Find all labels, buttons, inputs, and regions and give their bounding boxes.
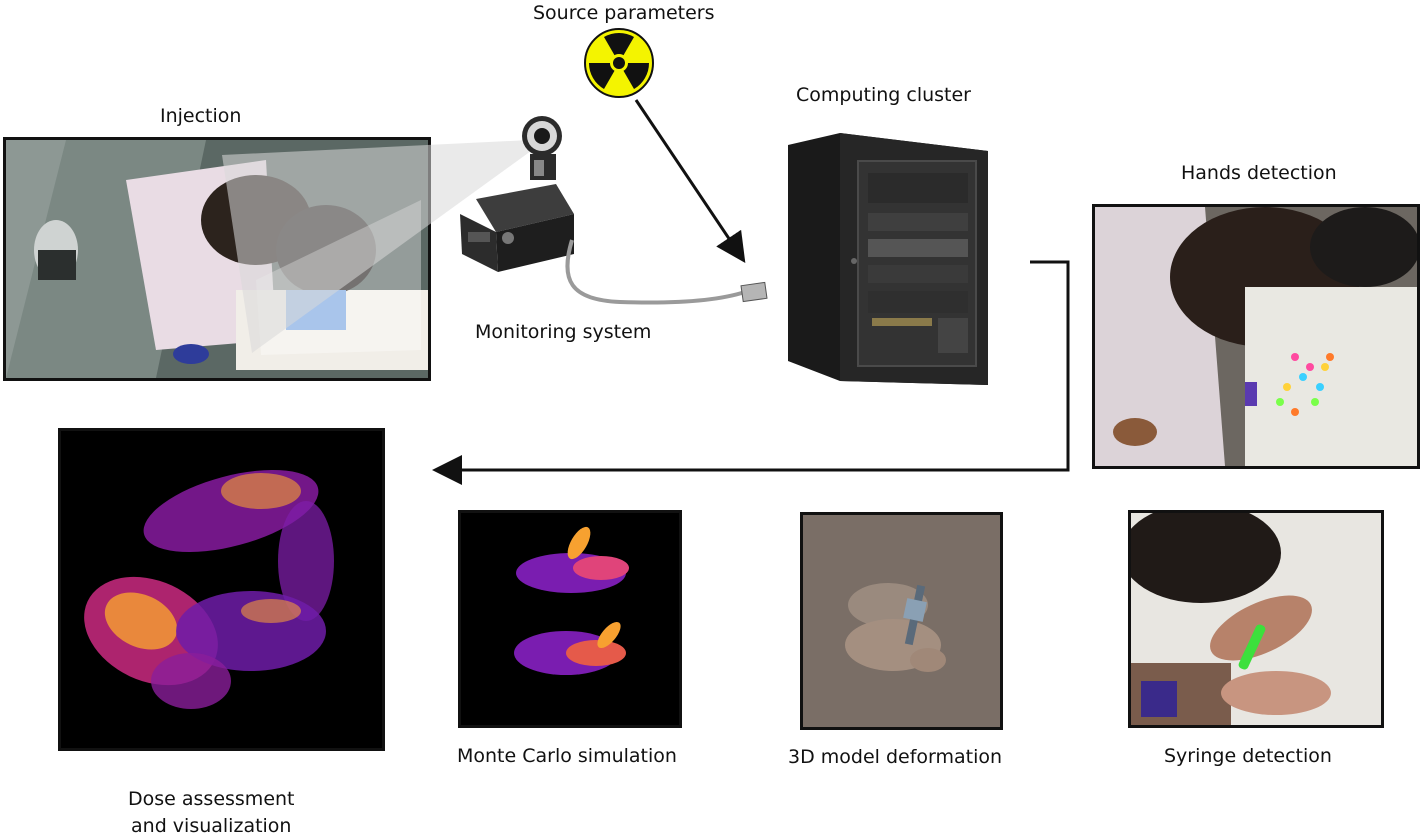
label-source-parameters: Source parameters (533, 2, 715, 24)
label-hands-detection: Hands detection (1181, 162, 1337, 184)
label-syringe-detection: Syringe detection (1164, 745, 1332, 767)
label-computing-cluster: Computing cluster (796, 84, 971, 106)
injection-photo (3, 137, 431, 381)
label-dose-assessment: Dose assessment and visualization (128, 786, 295, 840)
3d-model-deformation-image (800, 512, 1003, 730)
monte-carlo-image (458, 510, 682, 728)
label-dose-line1: Dose assessment (128, 788, 295, 810)
syringe-detection-photo (1128, 510, 1384, 728)
dose-visualization (58, 428, 385, 751)
label-injection: Injection (160, 105, 242, 127)
server-rack-icon (788, 133, 988, 385)
radiation-trefoil-icon (583, 27, 655, 99)
ethernet-cable-icon (565, 239, 746, 305)
label-3d-model-deformation: 3D model deformation (788, 746, 1003, 768)
hands-detection-photo (1092, 204, 1420, 469)
camera-view-cone (210, 125, 550, 355)
arrow-source-to-cluster (634, 99, 746, 263)
webcam-icon (456, 114, 586, 274)
label-dose-line2: and visualization (131, 815, 292, 837)
label-monte-carlo: Monte Carlo simulation (457, 745, 677, 767)
